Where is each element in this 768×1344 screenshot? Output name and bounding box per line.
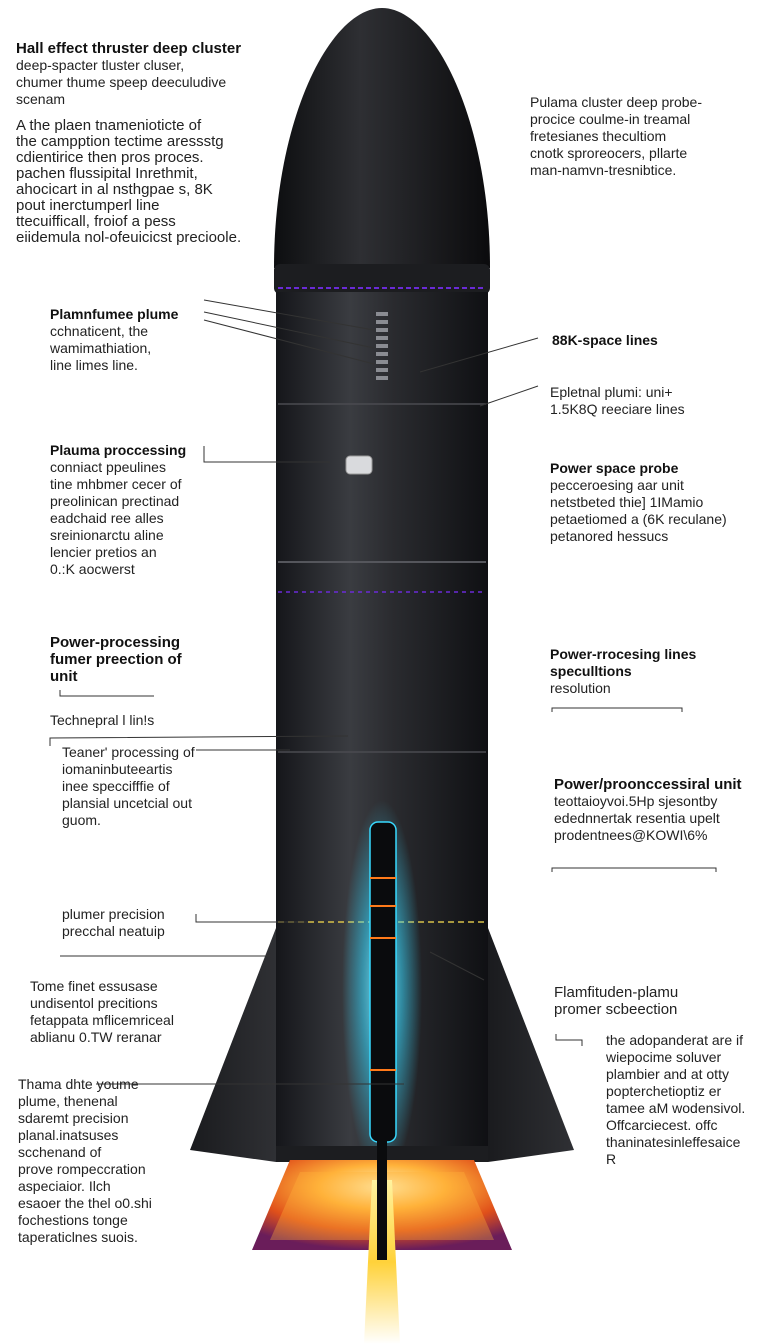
label-body: deep-spacter tluster cluser, chumer thum… <box>16 57 227 107</box>
label-body: teottaioyvoi.5Hp sjesontby edednnertak r… <box>554 793 720 843</box>
label-title: Power/proonccessiral unit <box>554 776 742 793</box>
exhaust-plume <box>364 1180 400 1344</box>
label-hall-thruster: Hall effect thruster deep cluster deep-s… <box>16 40 266 108</box>
label-power-unit: Power/proonccessiral unit teottaioyvoi.5… <box>554 776 754 844</box>
label-power-lines: Power-rrocesing lines speculltions resol… <box>550 646 750 697</box>
label-plasma-cluster: Pulama cluster deep probe- procice coulm… <box>530 94 740 179</box>
label-plume: Plamnfumee plume cchnaticent, the wamima… <box>50 306 210 374</box>
label-title: Power-processing fumer preection of unit <box>50 634 182 685</box>
label-title: Plamnfumee plume <box>50 306 179 322</box>
label-plumer-precision: plumer precision precchal neatuip <box>62 906 202 940</box>
label-body: the adopanderat are if wiepocime soluver… <box>606 1032 746 1167</box>
label-adopanderat: the adopanderat are if wiepocime soluver… <box>606 1032 766 1168</box>
label-tome-finet: Tome finet essusase undisentol precition… <box>30 978 210 1046</box>
label-title: Power space probe <box>550 460 679 476</box>
label-body: Flamfituden-plamu promer scbeection <box>554 984 679 1018</box>
label-title: Hall effect thruster deep cluster <box>16 40 242 57</box>
label-intro-paragraph: A the plaen tnamenioticte of the camppti… <box>16 118 266 246</box>
vent-grid <box>376 312 388 380</box>
label-power-processing-unit: Power-processing fumer preection of unit <box>50 634 230 685</box>
label-technepral: Technepral l lin!s <box>50 712 210 729</box>
label-body: conniact ppeulines tine mhbmer cecer of … <box>50 459 182 577</box>
label-body: A the plaen tnamenioticte of the camppti… <box>16 117 242 246</box>
label-body: pecceroesing aar unit netstbeted thie] 1… <box>550 477 727 544</box>
label-body: Epletnal plumi: uni+ 1.5K8Q reeciare lin… <box>550 384 685 417</box>
label-thama: Thama dhte youme plume, thenenal sdaremt… <box>18 1076 198 1246</box>
access-port <box>345 455 373 475</box>
left-fin <box>190 928 276 1162</box>
label-flame-plume: Flamfituden-plamu promer scbeection <box>554 984 754 1018</box>
thruster-core <box>369 821 397 1143</box>
label-power-space-probe: Power space probe pecceroesing aar unit … <box>550 460 760 545</box>
label-body: Technepral l lin!s <box>50 712 155 728</box>
label-body: Tome finet essusase undisentol precition… <box>30 978 174 1045</box>
label-title: 88K-space lines <box>552 332 658 348</box>
collar-ring <box>274 264 490 294</box>
leader-lines <box>49 299 717 1085</box>
nose-cone <box>274 8 490 268</box>
label-external-plume: Epletnal plumi: uni+ 1.5K8Q reeciare lin… <box>550 384 750 418</box>
label-title: Plauma proccessing <box>50 442 187 458</box>
right-fin <box>488 928 574 1162</box>
label-plasma-processing: Plauma proccessing conniact ppeulines ti… <box>50 442 210 578</box>
label-body: Teaner' processing of iomaninbuteeartis … <box>62 744 195 828</box>
label-processing-of: Teaner' processing of iomaninbuteeartis … <box>62 744 222 829</box>
label-body: Pulama cluster deep probe- procice coulm… <box>530 94 702 178</box>
label-body: plumer precision precchal neatuip <box>62 906 165 939</box>
label-body: Thama dhte youme plume, thenenal sdaremt… <box>18 1076 152 1245</box>
label-title: Power-rrocesing lines speculltions <box>550 646 697 679</box>
label-body: resolution <box>550 680 611 696</box>
label-body: cchnaticent, the wamimathiation, line li… <box>50 323 152 373</box>
label-space-lines: 88K-space lines <box>552 332 752 349</box>
